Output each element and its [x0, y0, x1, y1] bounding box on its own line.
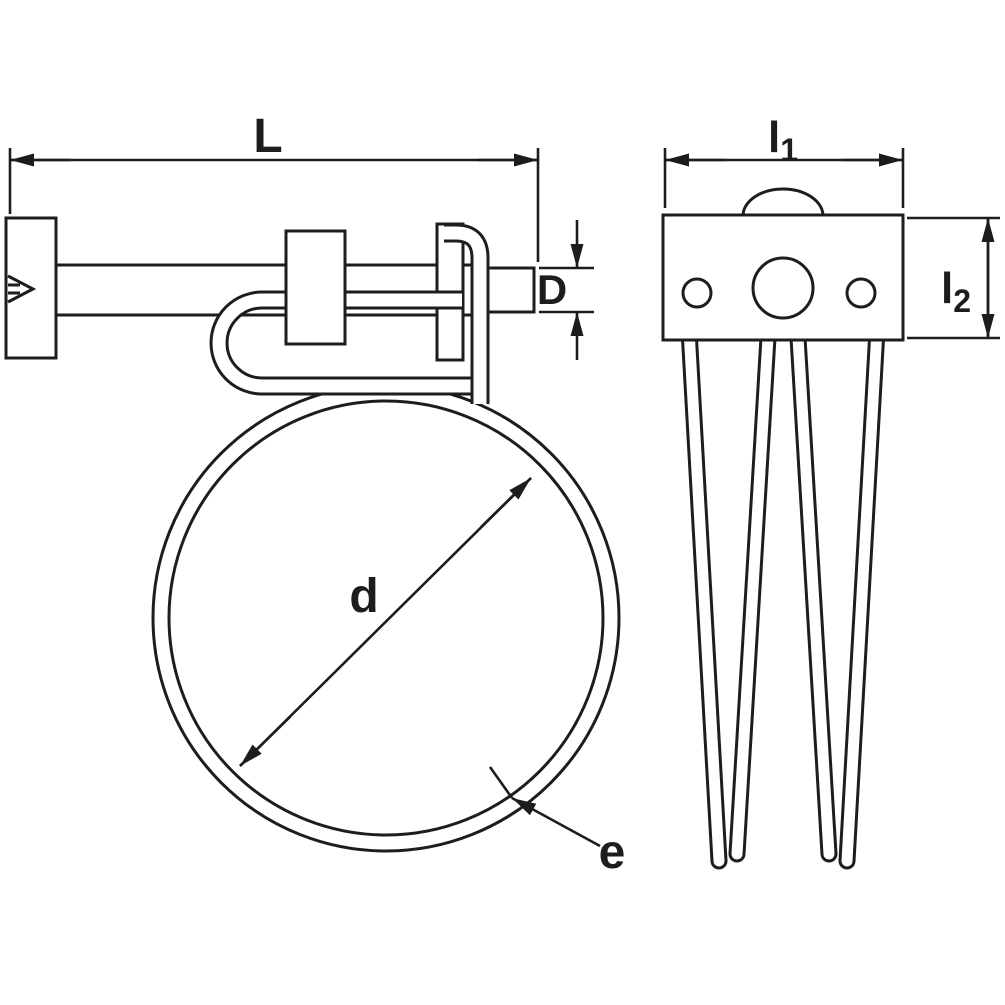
wire-hole-left	[681, 277, 713, 309]
label-e: e	[599, 826, 626, 879]
label-D: D	[537, 266, 567, 313]
screw-slot-ticks	[8, 283, 20, 295]
label-l1: l1	[768, 113, 798, 168]
dimension-l1: l1	[663, 113, 905, 208]
dimension-D: D	[537, 220, 594, 360]
side-view: l1 l2	[661, 113, 1000, 870]
wire-legs	[680, 312, 886, 870]
screw-slot-icon	[7, 274, 37, 304]
dimension-l2: l2	[907, 216, 1000, 340]
hose-ring-wire	[151, 383, 621, 853]
wire-hook-end	[444, 223, 490, 404]
dimension-e: e	[488, 766, 626, 879]
dimension-d: d	[239, 477, 532, 767]
screw-head	[4, 216, 58, 360]
label-d: d	[349, 570, 378, 623]
nut-block	[284, 229, 347, 346]
front-view: L D d e	[4, 110, 626, 879]
label-l2: l2	[941, 264, 971, 319]
wire-hole-right	[845, 277, 877, 309]
screw-bore-hole	[751, 256, 815, 320]
label-L: L	[253, 110, 282, 163]
dimension-L: L	[8, 110, 540, 262]
wire-hook-loop	[209, 290, 476, 396]
